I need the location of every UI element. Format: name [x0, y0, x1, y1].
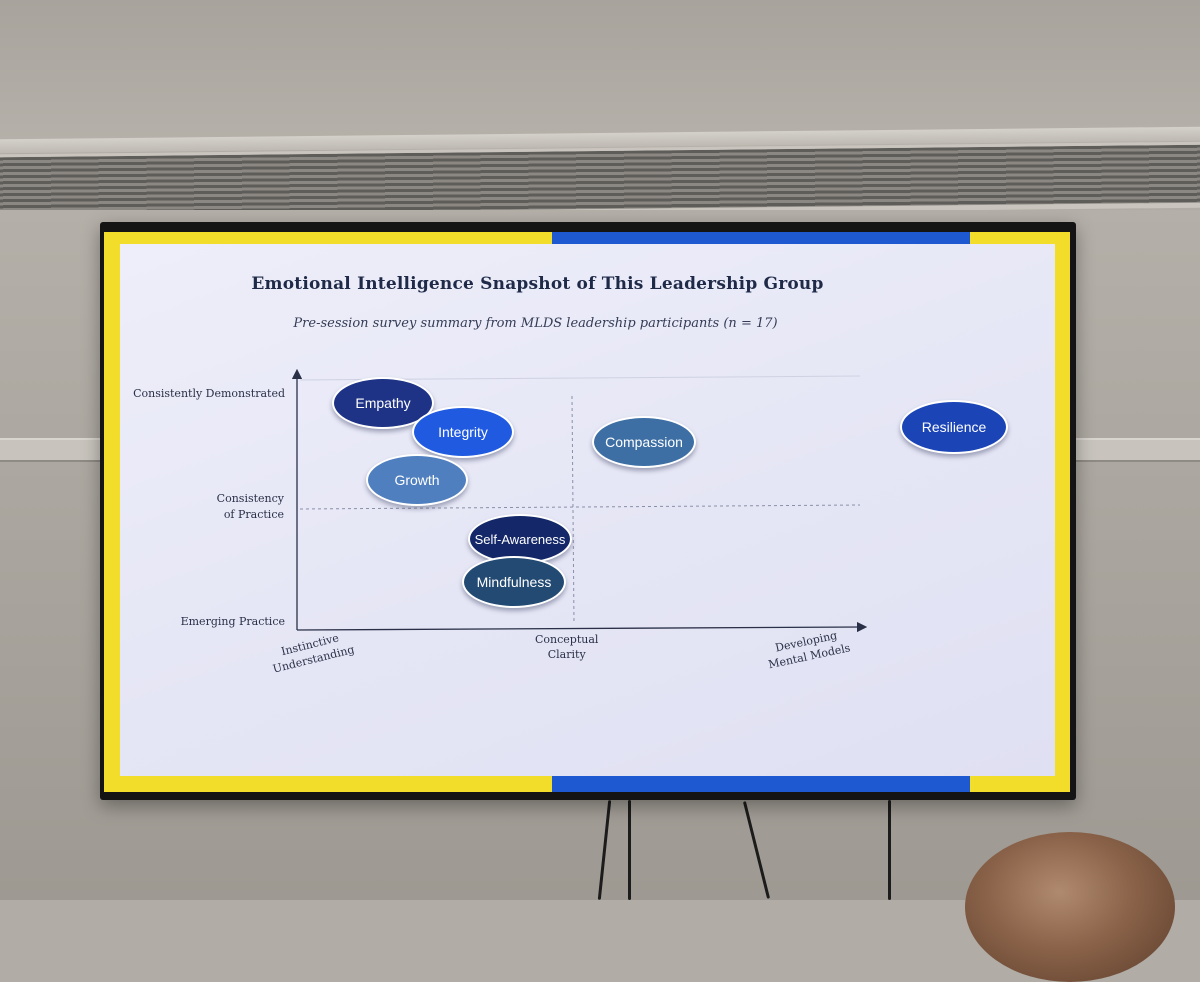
y-label-top: Consistently Demonstrated — [133, 387, 285, 400]
wall-upper — [0, 0, 1200, 150]
bubble-integrity: Integrity — [412, 406, 514, 458]
bubble-mindfulness: Mindfulness — [462, 556, 566, 608]
bubble-label: Resilience — [921, 419, 987, 435]
x-label-mid-line1: Conceptual — [535, 633, 599, 646]
cable — [888, 800, 891, 900]
y-label-mid: Consistency of Practice — [217, 491, 284, 523]
cable — [628, 800, 631, 900]
vertical-divider — [571, 395, 575, 625]
x-label-mid: Conceptual Clarity — [535, 632, 598, 662]
audience-member-head — [965, 832, 1175, 982]
bubble-resilience: Resilience — [900, 400, 1008, 454]
bubble-label: Mindfulness — [476, 574, 552, 590]
bubble-label: Integrity — [438, 424, 488, 440]
wall-rail-left — [0, 438, 100, 462]
slide-subtitle: Pre-session survey summary from MLDS lea… — [293, 316, 778, 331]
bubble-label: Self-Awareness — [474, 531, 566, 547]
bubble-growth: Growth — [366, 454, 468, 506]
bubble-self-awareness: Self-Awareness — [468, 514, 572, 564]
bubble-label: Growth — [394, 472, 440, 488]
presentation-slide: Emotional Intelligence Snapshot of This … — [120, 244, 1055, 776]
y-label-bottom: Emerging Practice — [180, 615, 285, 628]
bubble-label: Empathy — [355, 395, 411, 411]
y-label-mid-line1: Consistency — [216, 492, 284, 505]
slide-border-blue-bottom — [552, 775, 970, 792]
horizontal-divider — [299, 504, 861, 510]
wall-rail-right — [1076, 438, 1200, 462]
x-label-mid-line2: Clarity — [547, 648, 586, 661]
y-label-mid-line2: of Practice — [223, 508, 284, 521]
air-vent — [0, 141, 1200, 221]
bubble-label: Compassion — [605, 434, 683, 450]
x-axis — [296, 621, 868, 633]
slide-title: Emotional Intelligence Snapshot of This … — [251, 274, 824, 294]
bubble-compassion: Compassion — [592, 416, 696, 468]
